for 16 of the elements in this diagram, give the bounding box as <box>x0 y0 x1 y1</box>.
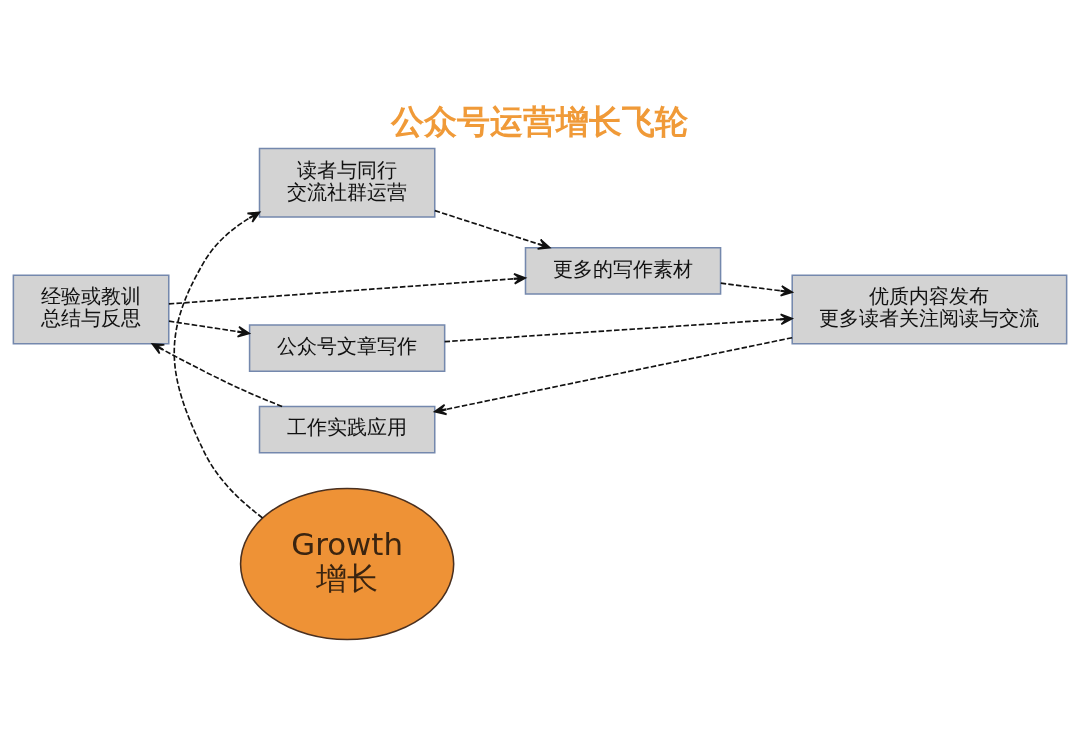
arrow <box>443 313 793 343</box>
node-box: 公众号文章写作 <box>248 324 446 372</box>
arrow <box>434 209 551 250</box>
diagram-title: 公众号运营增长飞轮 <box>390 102 688 142</box>
arrow <box>151 343 283 408</box>
node-box: 工作实践应用 <box>258 405 436 454</box>
node-ellipse: Growth 增长 <box>239 487 455 641</box>
node-box: 经验或教训总结与反思 <box>12 274 170 345</box>
arrow <box>433 336 793 416</box>
arrow <box>168 320 250 338</box>
arrow <box>168 273 527 305</box>
node-box: 读者与同行交流社群运营 <box>258 147 436 218</box>
arrow <box>719 282 793 297</box>
arrow <box>173 211 264 519</box>
node-box: 优质内容发布 更多读者关注阅读与交流 <box>791 274 1068 345</box>
node-box: 更多的写作素材 <box>524 247 722 295</box>
